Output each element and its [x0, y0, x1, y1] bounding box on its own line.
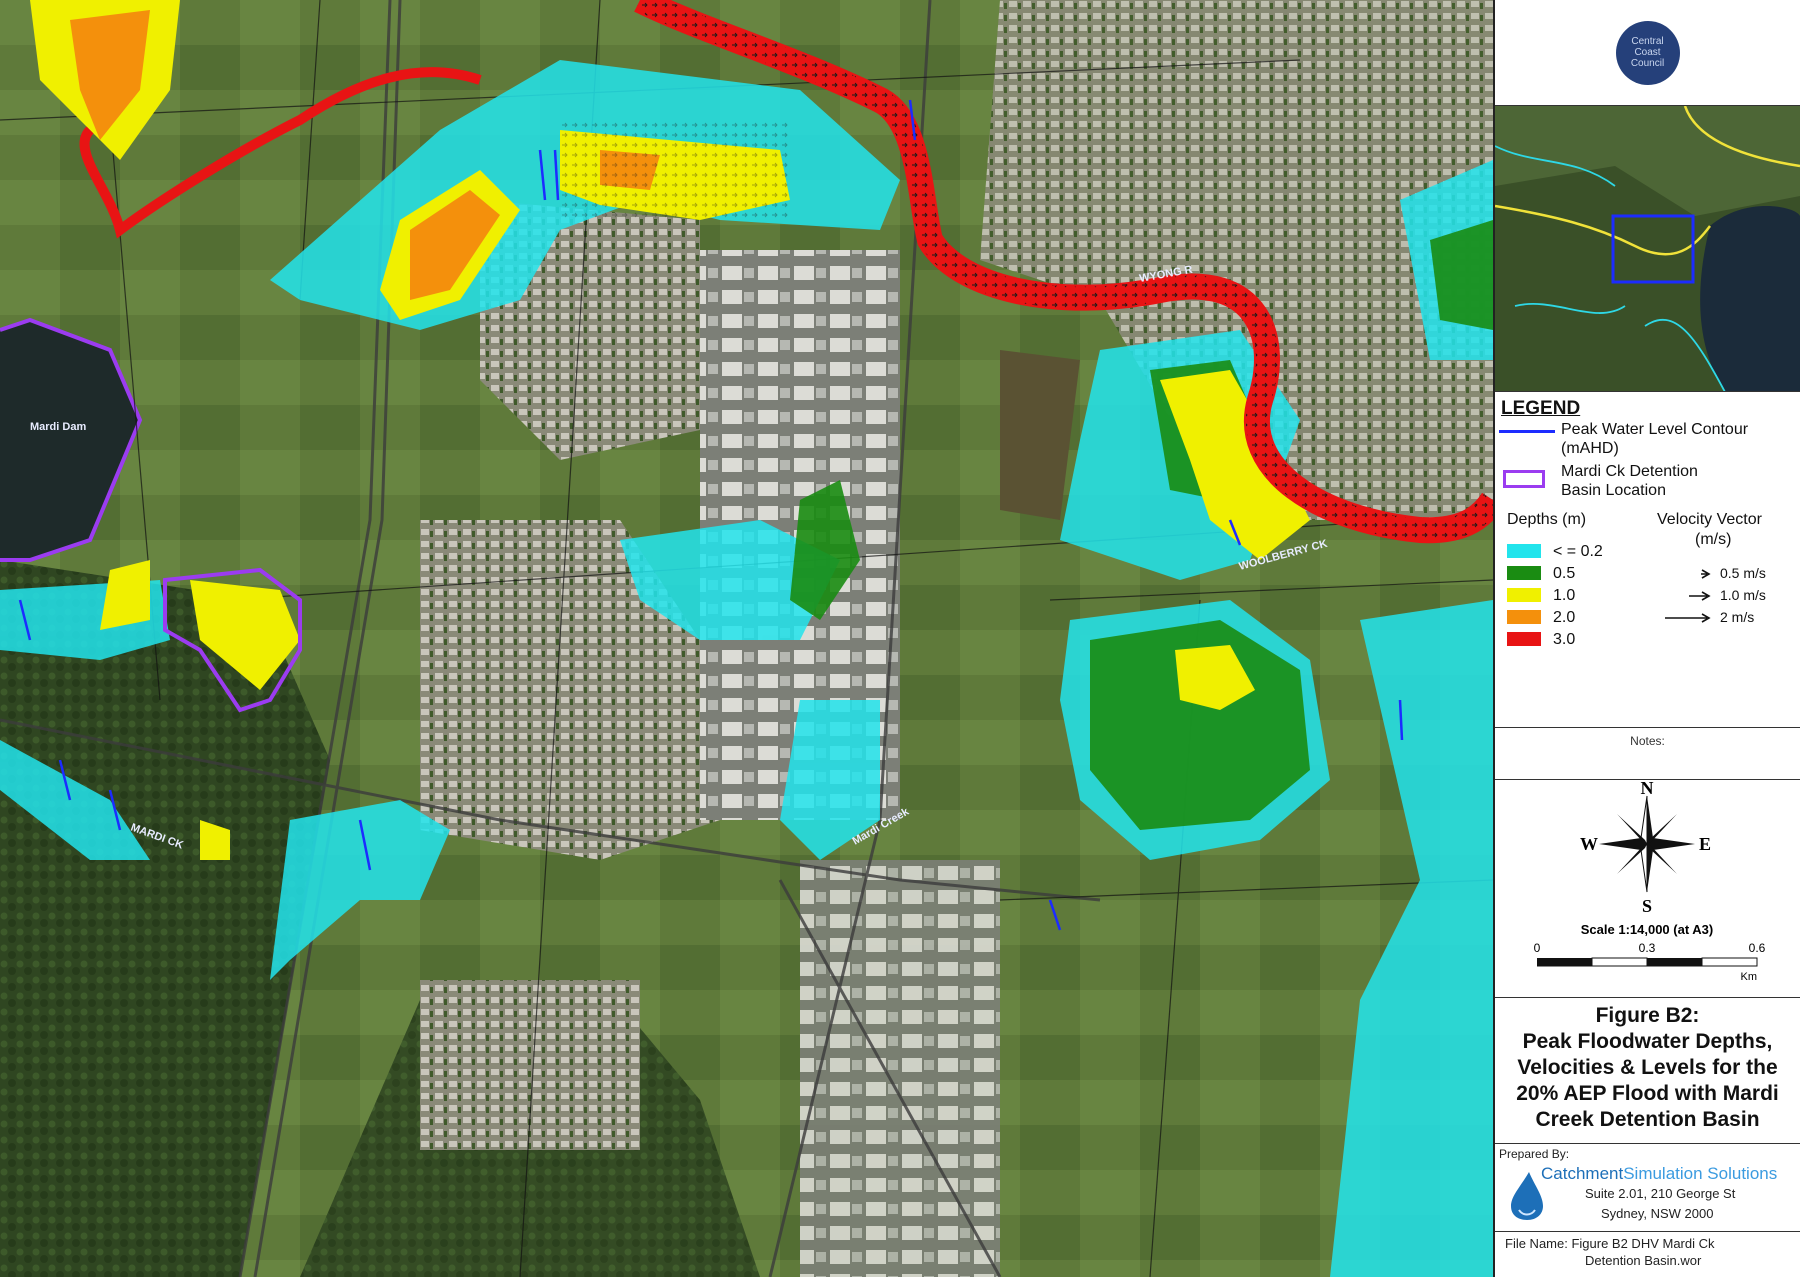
map-label-mardi-dam: Mardi Dam: [30, 421, 86, 433]
depth-label: 3.0: [1553, 631, 1576, 648]
velocity-arrow-symbol: [1689, 591, 1711, 601]
legend-contour-unit: (mAHD): [1561, 440, 1619, 457]
company-name-part: Catchment: [1541, 1164, 1624, 1183]
inset-extent-box: [1611, 214, 1695, 284]
suburb-south: [420, 980, 640, 1150]
map-sidebar-panel: Central Coast Council LEGEND Peak Water …: [1493, 0, 1800, 1277]
council-logo-line: Coast: [1634, 47, 1661, 58]
scale-tick: 0.6: [1749, 941, 1766, 955]
velocity-arrow-symbol: [1701, 569, 1711, 579]
legend-basin-label: Basin Location: [1561, 482, 1666, 499]
inset-map-graphic: [1495, 106, 1800, 391]
legend-contour-label: Peak Water Level Contour: [1561, 421, 1749, 438]
figure-title-box: Figure B2: Peak Floodwater Depths, Veloc…: [1495, 998, 1800, 1144]
company-name-part: Simulation Solutions: [1623, 1164, 1778, 1183]
file-name-box: File Name: Figure B2 DHV Mardi Ck Detent…: [1495, 1232, 1800, 1277]
council-logo-line: Central: [1631, 36, 1664, 47]
velocity-label: 2 m/s: [1720, 609, 1755, 625]
compass-rose: N S E W Scale 1:14,000 (at A3) 0 0.3 0.6…: [1534, 778, 1766, 983]
file-name: File Name: Figure B2 DHV Mardi Ck: [1505, 1236, 1715, 1251]
legend: LEGEND Peak Water Level Contour (mAHD) M…: [1495, 392, 1800, 728]
figure-number: Figure B2:: [1595, 1004, 1700, 1027]
pond: [1000, 350, 1080, 520]
scale-text: Scale 1:14,000 (at A3): [1581, 922, 1713, 937]
compass-s: S: [1642, 896, 1652, 916]
company-address: Suite 2.01, 210 George St: [1585, 1186, 1736, 1201]
prepared-by-box: Prepared By: CatchmentSimulation Solutio…: [1495, 1144, 1800, 1232]
detention-basin-outline: [163, 567, 302, 713]
velocity-unit: (m/s): [1695, 531, 1732, 548]
contour-line-symbol: [1499, 430, 1555, 433]
legend-title: LEGEND: [1501, 398, 1581, 419]
scale-bar: [1537, 957, 1758, 967]
depth-label: 0.5: [1553, 565, 1576, 582]
figure-title: Figure B2: Peak Floodwater Depths, Veloc…: [1495, 1003, 1800, 1133]
velocity-label: 1.0 m/s: [1720, 587, 1766, 603]
depth-label: 2.0: [1553, 609, 1576, 626]
peak-water-level-contours: [18, 99, 1404, 931]
figure-title-line: 20% AEP Flood with Mardi: [1516, 1082, 1779, 1105]
council-logo-line: Council: [1630, 58, 1665, 69]
locality-inset-map: [1495, 106, 1800, 392]
compass-e: E: [1699, 834, 1711, 854]
notes-label: Notes:: [1630, 734, 1665, 748]
figure-title-line: Creek Detention Basin: [1535, 1108, 1760, 1131]
figure-title-line: Velocities & Levels for the: [1517, 1056, 1778, 1079]
water-drop-logo: [1511, 1172, 1543, 1220]
scale-tick: 0.3: [1639, 941, 1656, 955]
aerial-map: Mardi Dam WYONG R MARDI CK Mardi Creek W…: [0, 0, 1493, 1277]
velocity-header: Velocity Vector: [1657, 511, 1762, 528]
suburb-northeast: [980, 0, 1493, 520]
compass-n: N: [1641, 780, 1654, 798]
basin-outline-symbol: [1503, 470, 1545, 488]
depths-header: Depths (m): [1507, 511, 1587, 528]
notes-box: Notes:: [1495, 728, 1800, 780]
industrial-area-south: [800, 860, 1000, 1277]
council-logo: Central Coast Council: [1615, 20, 1680, 85]
compass-scale-box: N S E W Scale 1:14,000 (at A3) 0 0.3 0.6…: [1495, 778, 1800, 998]
scale-unit: Km: [1741, 971, 1758, 983]
depth-swatch: [1507, 566, 1541, 580]
council-logo-box: Central Coast Council: [1495, 0, 1800, 106]
file-name: Detention Basin.wor: [1585, 1253, 1702, 1268]
depth-swatch: [1507, 544, 1541, 558]
compass-w: W: [1580, 834, 1598, 854]
suburb-central: [420, 520, 720, 860]
depth-swatch: [1507, 610, 1541, 624]
velocity-vectors-river: [635, 0, 1493, 542]
velocity-label: 0.5 m/s: [1720, 565, 1766, 581]
prepared-label: Prepared By:: [1499, 1147, 1570, 1161]
company-name: CatchmentSimulation Solutions: [1541, 1164, 1777, 1184]
company-address: Sydney, NSW 2000: [1601, 1206, 1714, 1221]
velocity-arrow-symbol: [1665, 613, 1711, 623]
legend-basin-label: Mardi Ck Detention: [1561, 463, 1698, 480]
forest-area: [0, 560, 330, 1277]
depth-swatch: [1507, 588, 1541, 602]
depth-label: 1.0: [1553, 587, 1576, 604]
map-viewport[interactable]: Mardi Dam WYONG R MARDI CK Mardi Creek W…: [0, 0, 1493, 1277]
figure-title-line: Peak Floodwater Depths,: [1522, 1030, 1773, 1053]
velocity-vectors-floodplain: [560, 120, 790, 220]
depth-label: < = 0.2: [1553, 543, 1603, 560]
scale-tick: 0: [1534, 941, 1541, 955]
mardi-dam-outline: [0, 317, 143, 562]
depth-swatch: [1507, 632, 1541, 646]
